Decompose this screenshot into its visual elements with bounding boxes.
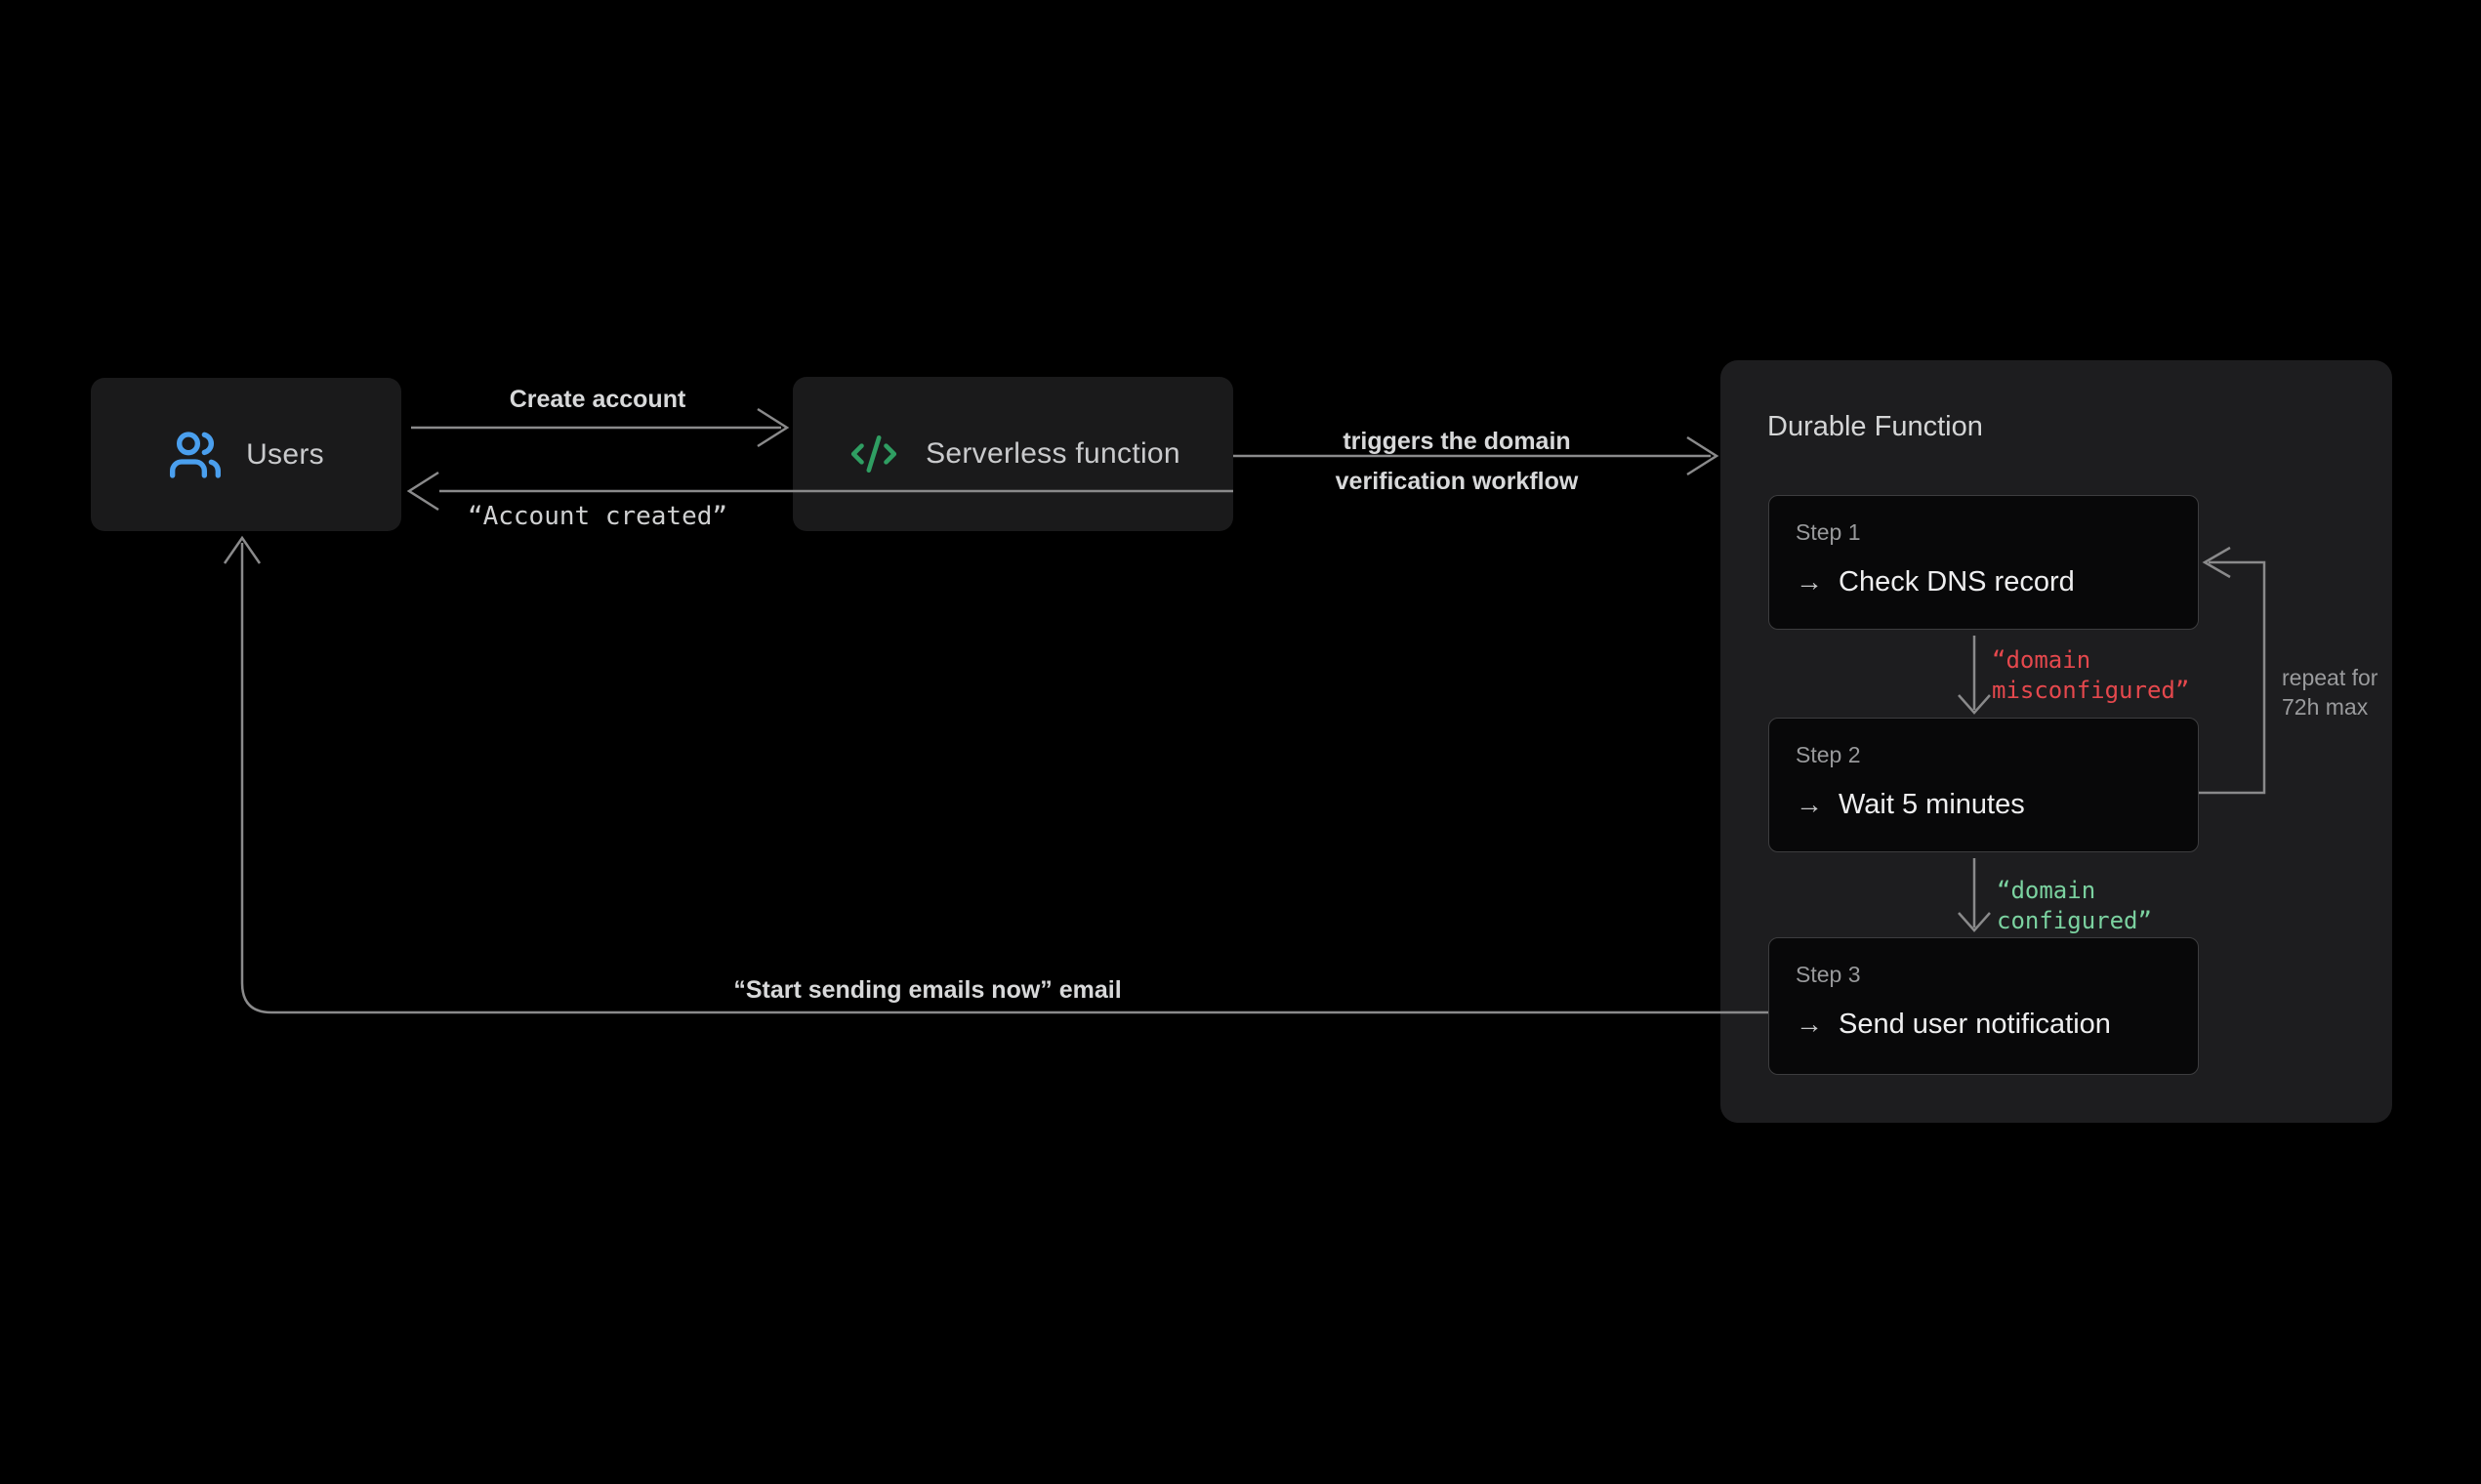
- arrow-right-icon: →: [1796, 566, 1823, 597]
- create-account-label: Create account: [509, 386, 686, 413]
- code-icon: [850, 435, 897, 473]
- step-card-3: Step 3 → Send user notification: [1768, 937, 2199, 1075]
- step-1-label: Step 1: [1796, 519, 1861, 545]
- create-account-arrow: [411, 407, 790, 448]
- email-to-users-arrow: [223, 535, 1768, 1014]
- users-icon: [170, 431, 222, 478]
- step-2-action: → Wait 5 minutes: [1796, 789, 2171, 821]
- step-2-action-text: Wait 5 minutes: [1839, 789, 2025, 820]
- users-node-label: Users: [246, 437, 324, 471]
- arrow-right-icon: →: [1796, 1009, 1823, 1039]
- arrow-right-icon: →: [1796, 789, 1823, 819]
- triggers-workflow-label: triggers the domain verification workflo…: [1335, 428, 1579, 495]
- account-created-label: “Account created”: [467, 502, 728, 531]
- serverless-node: Serverless function: [793, 377, 1233, 531]
- domain-misconfigured-label: “domain misconfigured”: [1992, 646, 2190, 704]
- step-3-action: → Send user notification: [1796, 1009, 2171, 1041]
- email-label: “Start sending emails now” email: [733, 976, 1122, 1004]
- durable-function-title: Durable Function: [1767, 411, 1983, 442]
- step-card-1: Step 1 → Check DNS record: [1768, 495, 2199, 630]
- durable-function-panel: Durable Function Step 1 → Check DNS reco…: [1720, 360, 2392, 1123]
- step-3-label: Step 3: [1796, 962, 1861, 987]
- repeat-label: repeat for 72h max: [2282, 665, 2378, 720]
- users-node: Users: [91, 378, 401, 531]
- step-3-action-text: Send user notification: [1839, 1009, 2111, 1040]
- domain-configured-label: “domain configured”: [1997, 877, 2152, 934]
- step-1-action-text: Check DNS record: [1839, 566, 2075, 598]
- step-1-action: → Check DNS record: [1796, 566, 2171, 598]
- step-card-2: Step 2 → Wait 5 minutes: [1768, 718, 2199, 852]
- step-2-label: Step 2: [1796, 742, 1861, 767]
- serverless-node-label: Serverless function: [926, 437, 1180, 470]
